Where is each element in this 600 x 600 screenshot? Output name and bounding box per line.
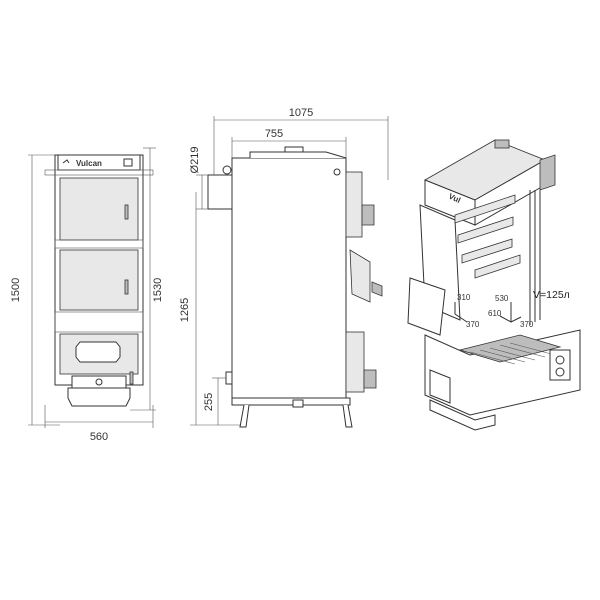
label-310: 310 — [457, 293, 471, 302]
upper-divider — [54, 239, 144, 249]
side-view: 1075 755 Ø219 1265 255 — [179, 107, 389, 428]
grate — [458, 334, 562, 363]
lower-divider — [54, 311, 144, 333]
open-door — [407, 277, 446, 336]
label-530: 530 — [495, 294, 509, 303]
dim-755: 755 — [265, 128, 283, 140]
side-handle-lower — [363, 369, 377, 389]
leg-front — [342, 404, 353, 428]
drain-valve — [292, 399, 304, 408]
top-cover — [249, 151, 347, 159]
ash-door-handle[interactable] — [129, 371, 134, 385]
baffle-1 — [454, 194, 516, 224]
ash-door-cutaway — [429, 369, 451, 404]
inlet-port-2 — [555, 367, 565, 377]
cutaway-view: Vul 310 370 530 610 370 V=125л — [407, 139, 581, 431]
label-610: 610 — [488, 309, 502, 318]
dim-1265: 1265 — [179, 298, 191, 322]
brand-logo: Vulcan — [76, 159, 102, 168]
dim-255: 255 — [203, 393, 215, 411]
top-rim — [44, 169, 154, 176]
cutaway-base — [429, 399, 496, 431]
side-inlet-box — [549, 349, 571, 381]
side-handle-middle — [371, 281, 383, 297]
dim-1075: 1075 — [289, 107, 313, 119]
side-door-upper — [345, 171, 363, 238]
label-370-right: 370 — [520, 320, 534, 329]
baffle-4 — [474, 254, 521, 279]
upper-door-handle[interactable] — [124, 204, 129, 220]
dim-1530: 1530 — [152, 278, 164, 302]
water-jacket-lines — [529, 190, 541, 325]
logo-mark-icon — [62, 159, 70, 164]
control-display-icon — [123, 158, 133, 167]
flue-pipe — [207, 174, 233, 210]
side-door-middle — [349, 249, 371, 303]
side-bottom — [231, 397, 351, 406]
side-body — [231, 157, 347, 399]
top-handle-cutaway — [494, 139, 510, 149]
front-base — [67, 387, 131, 407]
middle-door-handle[interactable] — [124, 279, 129, 295]
baffle-3 — [461, 238, 513, 264]
dim-560: 560 — [90, 431, 108, 443]
flue-cap — [222, 165, 232, 175]
viewing-window — [75, 341, 121, 363]
side-handle-upper — [361, 204, 375, 226]
side-door-lower — [345, 331, 365, 393]
return-inlet — [225, 371, 233, 385]
ash-drawer[interactable] — [71, 375, 127, 389]
baffle-2 — [457, 216, 514, 244]
axis-leaders — [499, 302, 522, 323]
flue-outlet — [539, 154, 556, 191]
label-volume: V=125л — [533, 289, 570, 301]
air-damper-icon — [95, 378, 103, 386]
inspection-port — [333, 168, 341, 176]
leg-rear — [239, 404, 250, 428]
top-handle[interactable] — [284, 146, 304, 153]
front-view: Vulcan 1500 1530 560 — [10, 147, 164, 443]
leader-310 — [454, 302, 468, 323]
grate-bars — [469, 342, 556, 365]
dim-1500: 1500 — [10, 278, 22, 302]
label-370-left: 370 — [466, 320, 480, 329]
inlet-port-1 — [555, 355, 565, 365]
dim-flue-diameter: Ø219 — [189, 147, 201, 174]
